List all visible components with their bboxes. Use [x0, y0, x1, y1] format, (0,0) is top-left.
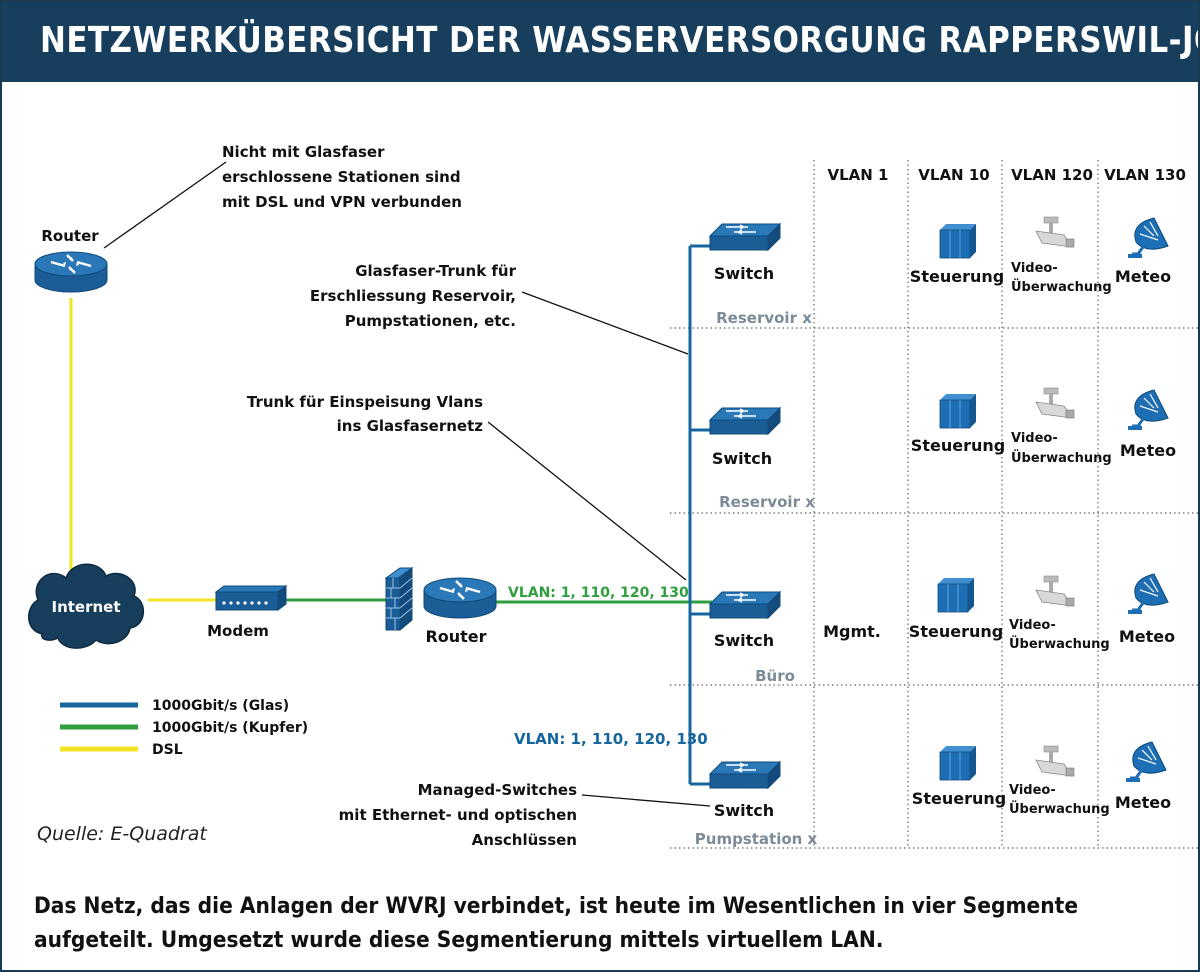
modem-icon	[214, 585, 288, 611]
switch-icon	[709, 223, 781, 251]
vlan-header-130: VLAN 130	[1104, 166, 1186, 184]
video-label-1: Video-	[1011, 431, 1058, 446]
trunk-glass-line-2: Erschliessung Reservoir,	[310, 287, 516, 305]
steuerung-icon	[939, 745, 977, 781]
video-label-1: Video-	[1009, 618, 1056, 633]
steuerung-icon	[937, 577, 975, 613]
steuerung-label: Steuerung	[911, 436, 1005, 455]
trunk-feed-line-2: ins Glasfasernetz	[337, 417, 484, 435]
steuerung-icon	[939, 393, 977, 429]
switch-label: Switch	[714, 264, 774, 283]
trunk-glass-line-3: Pumpstationen, etc.	[345, 312, 516, 330]
caption-line-1: Das Netz, das die Anlagen der WVRJ verbi…	[34, 894, 1079, 919]
router-top-icon	[33, 250, 109, 294]
steuerung-icon	[939, 223, 977, 259]
switch-icon	[709, 761, 781, 789]
diagram-title: NETZWERKÜBERSICHT DER WASSERVERSORGUNG R…	[40, 20, 1200, 61]
vlan-header-120: VLAN 120	[1011, 166, 1093, 184]
switch-label: Switch	[714, 801, 774, 820]
video-label-2: Überwachung	[1009, 636, 1110, 652]
video-label-2: Überwachung	[1011, 450, 1112, 466]
internet-cloud-icon	[28, 563, 144, 649]
camera-icon	[1035, 387, 1075, 419]
segment-reservoir-1: Switch Reservoir x Steuerung Video- Über…	[709, 216, 1171, 327]
copper-cables	[286, 598, 712, 604]
vlan-copper-label: VLAN: 1, 110, 120, 130	[508, 585, 689, 601]
router-main-label: Router	[425, 627, 486, 646]
vlan1-mgmt-label: Mgmt.	[823, 622, 881, 641]
vlan-header-10: VLAN 10	[918, 166, 989, 184]
dsl-note-line-3: mit DSL und VPN verbunden	[222, 193, 462, 211]
source-note: Quelle: E-Quadrat	[37, 823, 208, 845]
satellite-dish-icon	[1126, 388, 1170, 432]
satellite-dish-icon	[1124, 740, 1168, 784]
meteo-label: Meteo	[1115, 267, 1171, 286]
trunk-glass-line-1: Glasfaser-Trunk für	[355, 262, 516, 280]
legend-label-dsl: DSL	[152, 742, 183, 758]
managed-switches-line-2: mit Ethernet- und optischen	[339, 806, 577, 824]
steuerung-label: Steuerung	[909, 622, 1003, 641]
switch-label: Switch	[714, 631, 774, 650]
modem-label: Modem	[207, 622, 269, 640]
dsl-note-line-2: erschlossene Stationen sind	[222, 168, 461, 186]
switch-icon	[709, 591, 781, 619]
trunk-feed-line-1: Trunk für Einspeisung Vlans	[247, 393, 483, 411]
segment-pumpstation: Switch Pumpstation x Steuerung Video- Üb…	[695, 740, 1171, 848]
steuerung-label: Steuerung	[912, 789, 1006, 808]
video-label-1: Video-	[1009, 783, 1056, 798]
segment-location: Reservoir x	[719, 493, 815, 511]
steuerung-label: Steuerung	[910, 267, 1004, 286]
satellite-dish-icon	[1126, 216, 1170, 260]
segment-location: Pumpstation x	[695, 830, 818, 848]
router-top-label: Router	[41, 227, 99, 245]
segment-location: Büro	[755, 667, 795, 685]
segment-location: Reservoir x	[716, 309, 812, 327]
segment-buero: Switch Büro Mgmt. Steuerung Video- Überw…	[709, 572, 1175, 685]
switch-icon	[709, 407, 781, 435]
legend-label-glass: 1000Gbit/s (Glas)	[152, 698, 289, 714]
camera-icon	[1035, 575, 1075, 607]
internet-label: Internet	[51, 598, 120, 616]
legend: 1000Gbit/s (Glas) 1000Gbit/s (Kupfer) DS…	[60, 698, 308, 758]
glass-trunk	[688, 244, 710, 786]
meteo-label: Meteo	[1119, 627, 1175, 646]
vlan-header-1: VLAN 1	[828, 166, 889, 184]
switch-label: Switch	[712, 449, 772, 468]
annotation-lines	[103, 161, 711, 807]
managed-switches-line-3: Anschlüssen	[472, 831, 577, 849]
legend-label-copper: 1000Gbit/s (Kupfer)	[152, 720, 308, 736]
title-bar: NETZWERKÜBERSICHT DER WASSERVERSORGUNG R…	[2, 2, 1198, 82]
camera-icon	[1035, 216, 1075, 248]
router-main-icon	[422, 576, 498, 620]
video-label-2: Überwachung	[1011, 279, 1112, 295]
meteo-label: Meteo	[1120, 441, 1176, 460]
caption-line-2: aufgeteilt. Umgesetzt wurde diese Segmen…	[34, 928, 884, 953]
meteo-label: Meteo	[1115, 793, 1171, 812]
dsl-cables	[69, 298, 216, 602]
segment-reservoir-2: Switch Reservoir x Steuerung Video- Über…	[709, 387, 1176, 511]
network-diagram: VLAN 1 VLAN 10 VLAN 120 VLAN 130	[28, 143, 1198, 849]
satellite-dish-icon	[1126, 572, 1170, 616]
camera-icon	[1035, 745, 1075, 777]
video-label-2: Überwachung	[1009, 801, 1110, 817]
caption: Das Netz, das die Anlagen der WVRJ verbi…	[34, 890, 1154, 958]
firewall-icon	[384, 566, 414, 632]
dsl-note-line-1: Nicht mit Glasfaser	[222, 143, 385, 161]
video-label-1: Video-	[1011, 261, 1058, 276]
managed-switches-line-1: Managed-Switches	[418, 781, 577, 799]
vlan-trunk-label: VLAN: 1, 110, 120, 130	[514, 730, 708, 748]
